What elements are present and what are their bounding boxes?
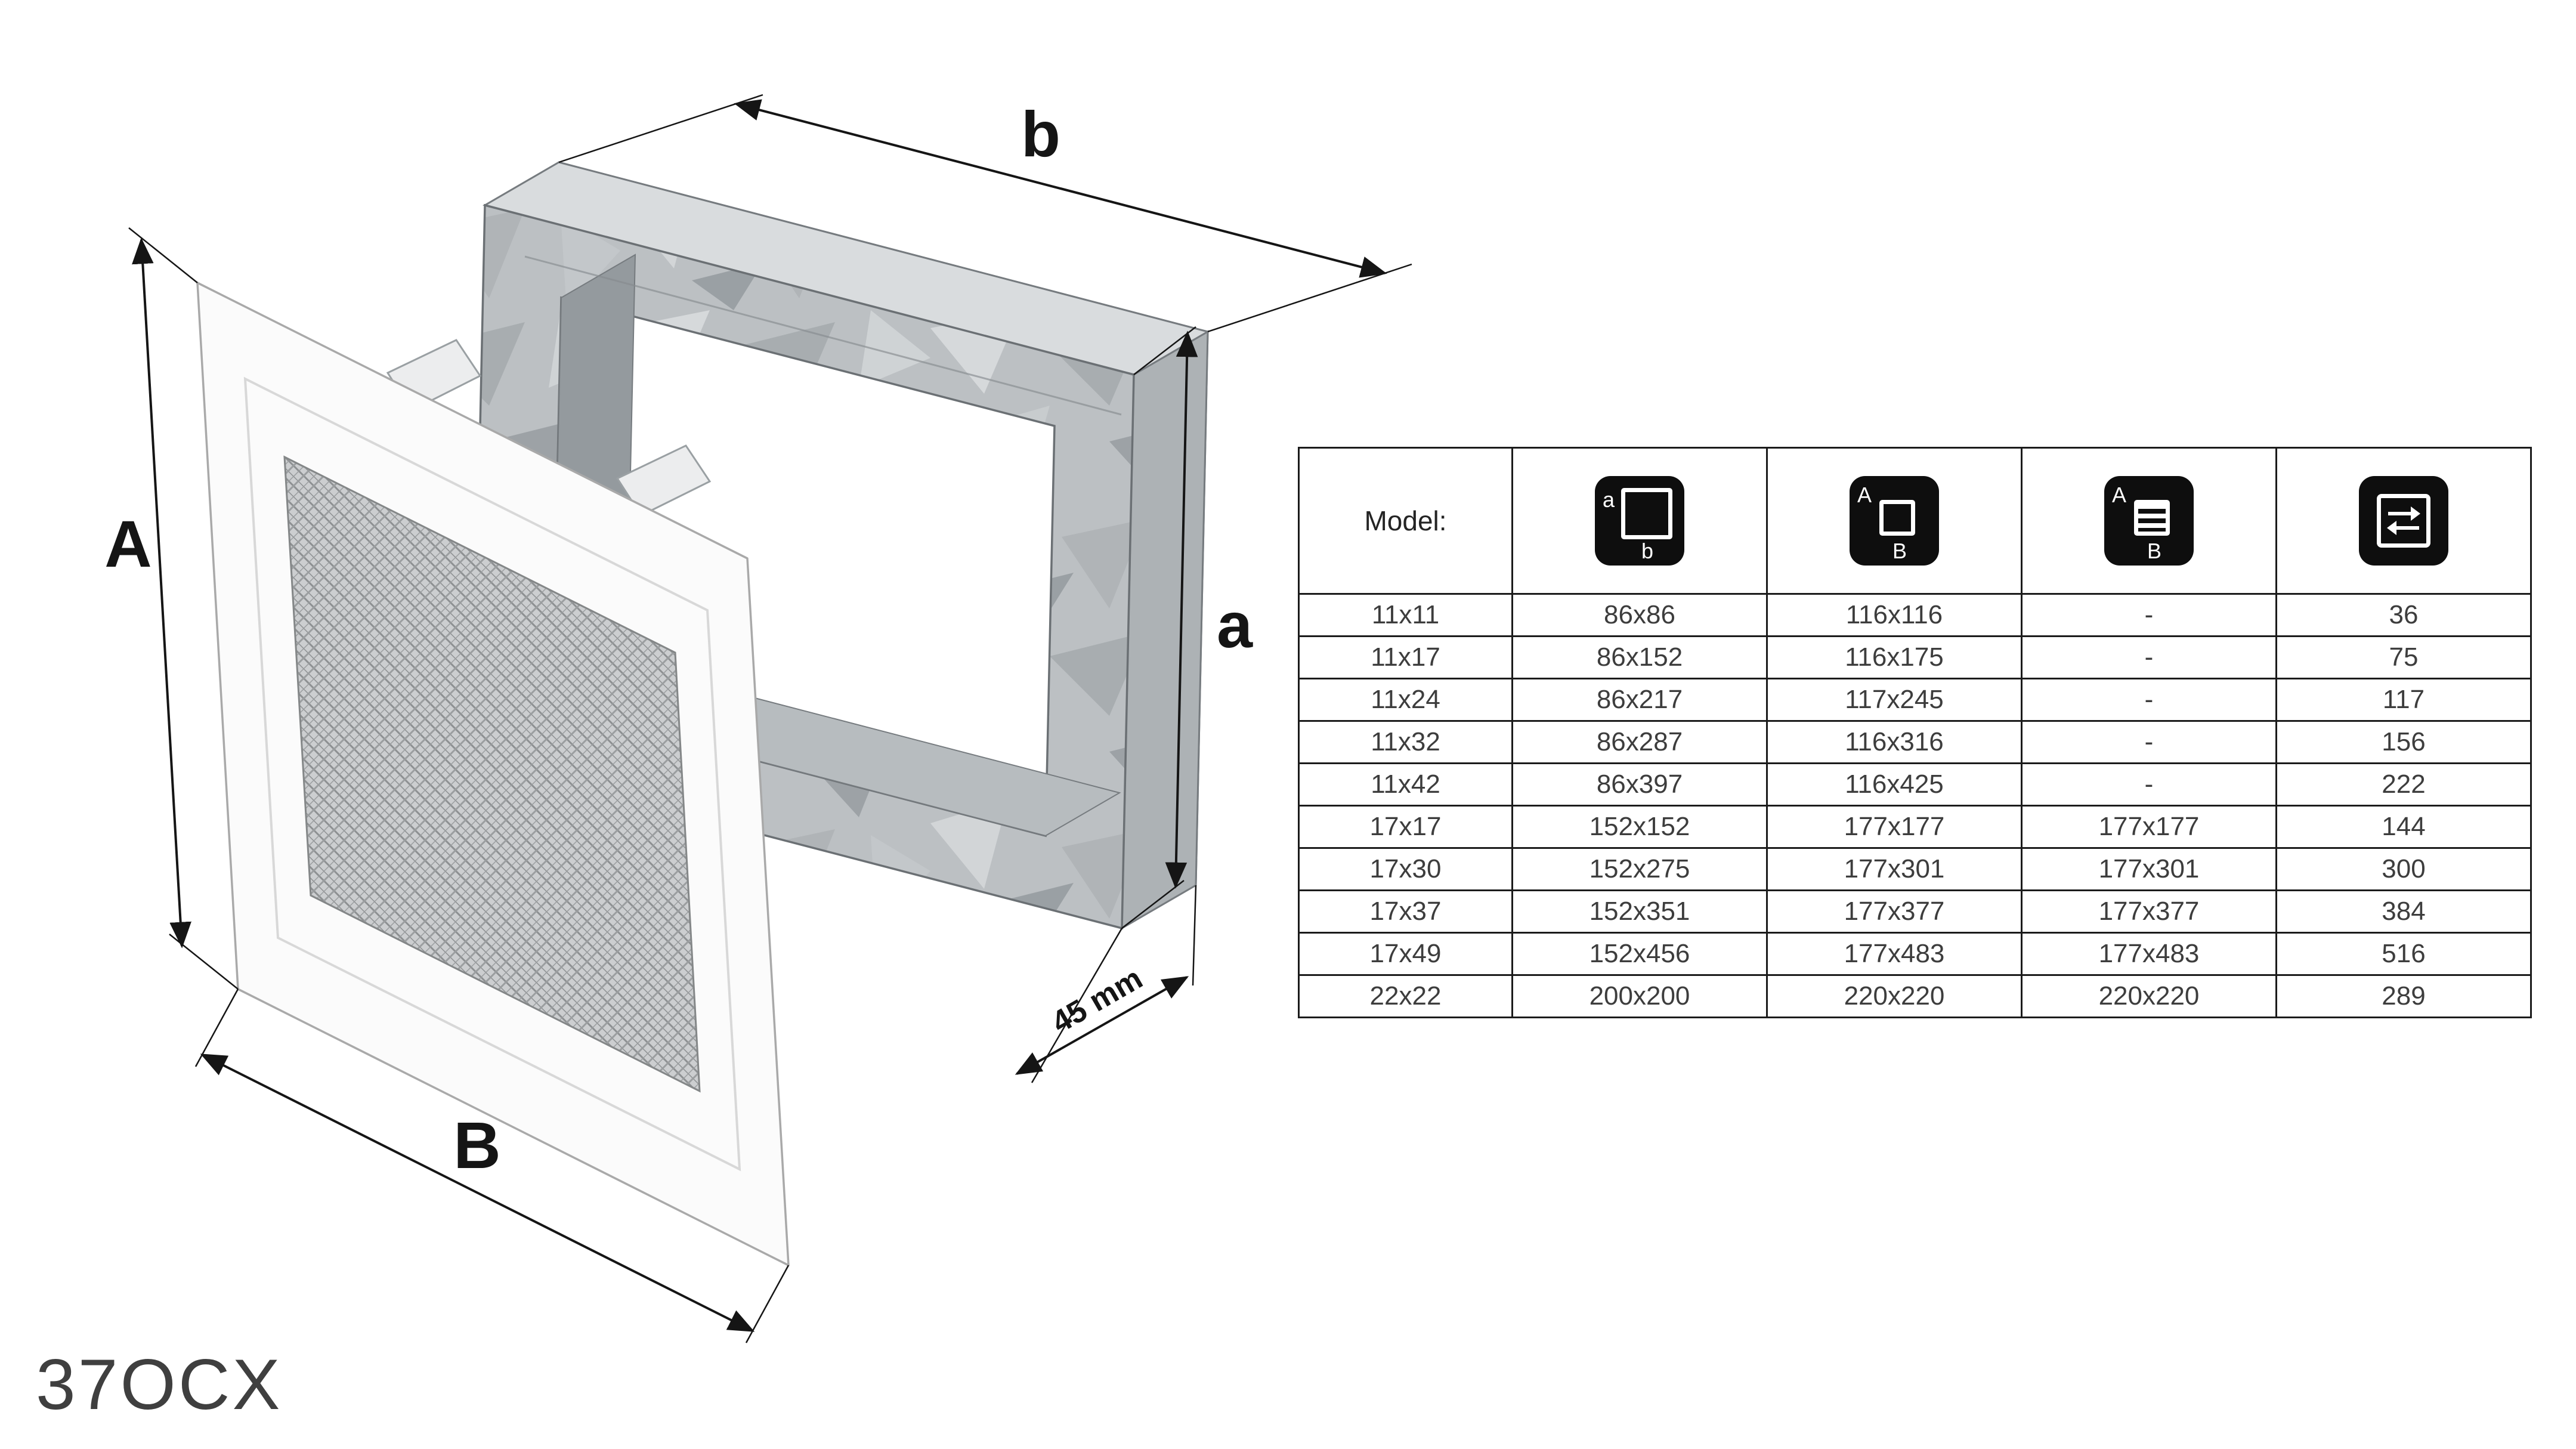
dimensions-table-wrap: Model: a b A B — [1298, 447, 2532, 1018]
table-row: 17x30 152x275 177x301 177x301 300 — [1298, 847, 2532, 891]
dim-line-b — [734, 99, 1387, 278]
model-cell: 17x49 — [1298, 932, 1513, 976]
table-row: 11x17 86x152 116x175 - 75 — [1298, 635, 2532, 679]
icon-label-B: B — [2147, 539, 2162, 563]
opening-outline-icon — [1621, 488, 1672, 539]
area-cell: 300 — [2275, 847, 2532, 891]
model-header-cell: Model: — [1298, 447, 1513, 595]
louvered-dim-header-cell: A B — [2021, 447, 2277, 595]
table-row: 17x49 152x456 177x483 177x483 516 — [1298, 932, 2532, 976]
outer-dim-cell: 177x483 — [1766, 932, 2023, 976]
icon-label-a: a — [1603, 487, 1615, 512]
dim-label-grille-height: A — [104, 508, 151, 581]
area-cell: 156 — [2275, 720, 2532, 764]
model-cell: 11x24 — [1298, 678, 1513, 722]
inner-dim-cell: 86x217 — [1511, 678, 1768, 722]
outer-dim-cell: 116x316 — [1766, 720, 2023, 764]
table-row: 11x11 86x86 116x116 - 36 — [1298, 593, 2532, 637]
outer-dim-cell: 177x377 — [1766, 889, 2023, 934]
airflow-outline-icon — [2377, 494, 2430, 548]
louvered-dim-cell: 177x377 — [2021, 889, 2277, 934]
dim-label-frame-height: a — [1217, 589, 1253, 661]
louvered-dim-cell: - — [2021, 762, 2277, 807]
area-cell: 222 — [2275, 762, 2532, 807]
icon-label-A: A — [1857, 483, 1872, 507]
inner-dim-cell: 200x200 — [1511, 974, 1768, 1018]
louvered-dim-cell: 220x220 — [2021, 974, 2277, 1018]
model-cell: 11x42 — [1298, 762, 1513, 807]
model-cell: 11x11 — [1298, 593, 1513, 637]
area-cell: 117 — [2275, 678, 2532, 722]
arrow-left-icon — [2394, 526, 2419, 530]
table-header-row: Model: a b A B — [1298, 447, 2532, 595]
table-row: 17x17 152x152 177x177 177x177 144 — [1298, 805, 2532, 849]
louvered-dimensions-icon: A B — [2104, 476, 2194, 566]
area-cell: 36 — [2275, 593, 2532, 637]
inner-dim-cell: 152x152 — [1511, 805, 1768, 849]
area-cell: 75 — [2275, 635, 2532, 679]
icon-label-A: A — [2112, 483, 2127, 507]
arrow-right-icon — [2388, 512, 2413, 515]
outer-dim-cell: 116x116 — [1766, 593, 2023, 637]
outer-dim-cell: 116x175 — [1766, 635, 2023, 679]
inner-dim-cell: 152x275 — [1511, 847, 1768, 891]
dim-line-B — [200, 1053, 755, 1332]
outer-dim-cell: 177x301 — [1766, 847, 2023, 891]
inner-dim-cell: 86x86 — [1511, 593, 1768, 637]
outer-dimensions-icon: A B — [1850, 476, 1939, 566]
model-cell: 17x37 — [1298, 889, 1513, 934]
area-cell: 384 — [2275, 889, 2532, 934]
model-cell: 17x30 — [1298, 847, 1513, 891]
louvered-dim-cell: - — [2021, 635, 2277, 679]
table-row: 17x37 152x351 177x377 177x377 384 — [1298, 889, 2532, 934]
inner-dim-cell: 152x456 — [1511, 932, 1768, 976]
outer-dim-cell: 177x177 — [1766, 805, 2023, 849]
area-cell: 516 — [2275, 932, 2532, 976]
louvered-dim-cell: - — [2021, 678, 2277, 722]
model-header-label: Model: — [1364, 505, 1447, 536]
area-cell: 289 — [2275, 974, 2532, 1018]
inner-dim-cell: 86x152 — [1511, 635, 1768, 679]
dim-label-grille-width: B — [453, 1109, 500, 1182]
louver-outline-icon — [2134, 500, 2170, 536]
airflow-icon — [2359, 476, 2448, 566]
dimension-lines — [132, 99, 1387, 1332]
louvered-dim-cell: 177x301 — [2021, 847, 2277, 891]
model-cell: 17x17 — [1298, 805, 1513, 849]
inner-dim-cell: 86x287 — [1511, 720, 1768, 764]
outer-dim-cell: 220x220 — [1766, 974, 2023, 1018]
inner-dim-cell: 152x351 — [1511, 889, 1768, 934]
table-row: 22x22 200x200 220x220 220x220 289 — [1298, 974, 2532, 1018]
outer-dim-cell: 116x425 — [1766, 762, 2023, 807]
grille — [196, 282, 790, 1266]
inner-dim-header-cell: a b — [1511, 447, 1768, 595]
louvered-dim-cell: - — [2021, 593, 2277, 637]
area-cell: 144 — [2275, 805, 2532, 849]
airflow-header-cell — [2275, 447, 2532, 595]
dimensions-table: Model: a b A B — [1298, 447, 2532, 1018]
frame-outline-icon — [1879, 500, 1915, 536]
louvered-dim-cell: 177x483 — [2021, 932, 2277, 976]
outer-dim-header-cell: A B — [1766, 447, 2023, 595]
louvered-dim-cell: - — [2021, 720, 2277, 764]
inner-dimensions-icon: a b — [1595, 476, 1684, 566]
table-row: 11x32 86x287 116x316 - 156 — [1298, 720, 2532, 764]
dim-label-frame-width: b — [1021, 98, 1060, 170]
icon-label-B: B — [1892, 539, 1907, 563]
model-cell: 11x17 — [1298, 635, 1513, 679]
icon-label-b: b — [1641, 539, 1654, 563]
dim-line-a — [1165, 330, 1198, 889]
louvered-dim-cell: 177x177 — [2021, 805, 2277, 849]
outer-dim-cell: 117x245 — [1766, 678, 2023, 722]
product-code: 37OCX — [36, 1345, 283, 1425]
dim-line-A — [132, 237, 191, 949]
inner-dim-cell: 86x397 — [1511, 762, 1768, 807]
table-row: 11x24 86x217 117x245 - 117 — [1298, 678, 2532, 722]
model-cell: 22x22 — [1298, 974, 1513, 1018]
model-cell: 11x32 — [1298, 720, 1513, 764]
table-row: 11x42 86x397 116x425 - 222 — [1298, 762, 2532, 807]
dim-line-depth — [1015, 976, 1189, 1075]
